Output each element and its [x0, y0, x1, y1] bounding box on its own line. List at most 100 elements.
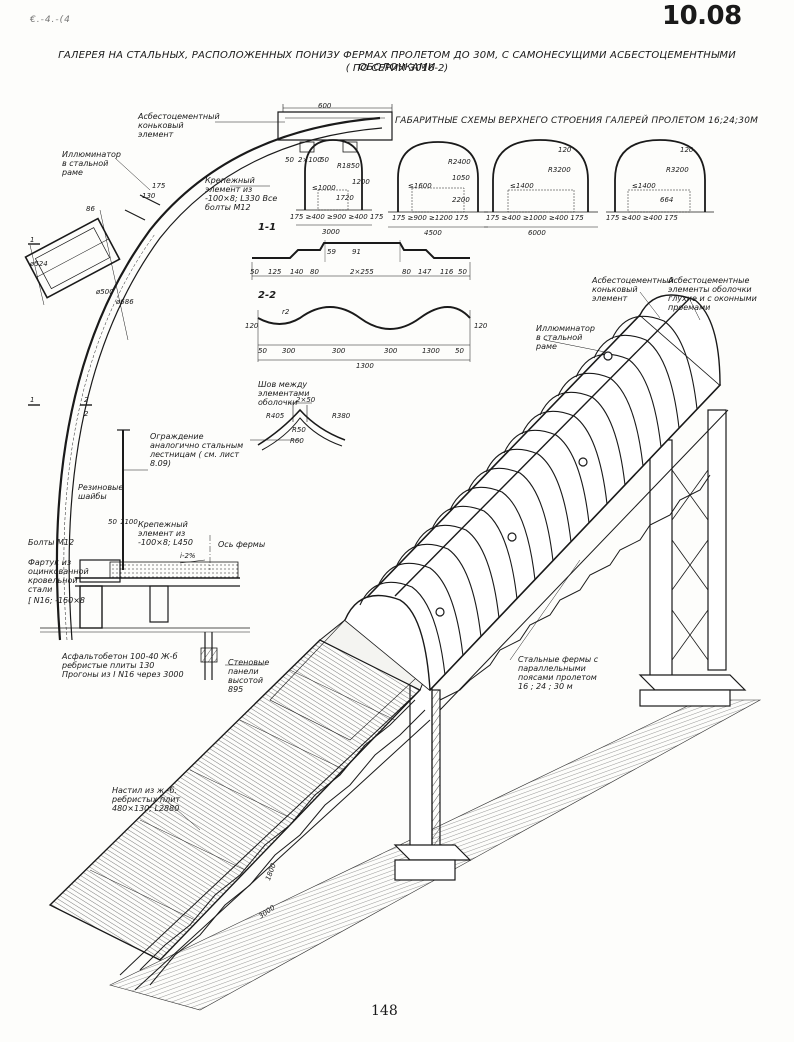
arch-fastener2-label: Крепежный элемент из -100×8; L450 — [138, 520, 193, 547]
arch-washers-label: Резиновые шайбы — [78, 483, 124, 501]
iso-ridge-label: Асбестоцементный коньковый элемент — [592, 276, 674, 303]
gabarit-4-radius: R3200 — [666, 166, 689, 174]
gabarit-4-h2: 664 — [660, 196, 674, 204]
seam-label: Шов между элементами оболочки — [258, 380, 310, 407]
seam-dim-3: R50 — [292, 426, 306, 434]
arch-dim-circle-1: ø500 — [96, 288, 114, 296]
s22-dim-0: 50 — [258, 347, 267, 355]
isometric-gallery — [48, 294, 762, 1011]
s22-height-right: 120 — [474, 322, 488, 330]
gabarit-3-bottom: 175 ≥400 ≥1000 ≥400 175 — [486, 214, 584, 222]
arch-ridge-dim-0: 50 — [285, 156, 294, 164]
s11-height-0: 59 — [327, 248, 336, 256]
s11-dim-3: 80 — [310, 268, 319, 276]
gabarit-title: ГАБАРИТНЫЕ СХЕМЫ ВЕРХНЕГО СТРОЕНИЯ ГАЛЕР… — [395, 116, 759, 126]
iso-illuminator-label: Иллюминатор в стальной раме — [536, 324, 595, 351]
s22-radius: r2 — [282, 308, 290, 316]
gabarit-2-width: 4500 — [424, 229, 442, 237]
arch-dim-175: 175 — [152, 182, 166, 190]
gabarit-1-width: 3000 — [322, 228, 340, 236]
section-2-2-label: 2-2 — [258, 290, 277, 301]
gabarit-1-h1: 1200 — [352, 178, 370, 186]
sheet-subtitle: ( ПО СЕРИИ 3016-2) — [345, 63, 449, 74]
arch-dim-circle-2: ø686 — [116, 298, 134, 306]
iso-deck-label: Настил из ж.-б. ребристых плит 480×130; … — [112, 786, 181, 813]
iso-shell-label: Асбестоцементные элементы оболочки глухи… — [668, 276, 757, 312]
s11-dim-8: 50 — [458, 268, 467, 276]
s11-dim-2: 140 — [290, 268, 304, 276]
s11-height-1: 91 — [352, 248, 361, 256]
arch-ridge-label: Асбестоцементный коньковый элемент — [138, 112, 220, 139]
gabarit-3-radius: R3200 — [548, 166, 571, 174]
gabarit-4-h1: 120 — [680, 146, 694, 154]
arch-cut-mark-2a: 2 — [84, 396, 89, 404]
arch-ridge-width: 600 — [318, 102, 332, 110]
seam-dim-4: R60 — [290, 437, 304, 445]
leader-lines — [114, 121, 701, 831]
arch-flashing-label: Фартук из оцинкованной кровельной стали — [28, 558, 89, 594]
gabarit-2-radius: R2400 — [448, 158, 471, 166]
gabarit-4-inner: ≤1400 — [632, 182, 656, 190]
arch-dim-130: 130 — [142, 192, 156, 200]
arch-asphalt-label: Асфальтобетон 100-40 Ж-б ребристые плиты… — [62, 652, 184, 679]
gabarit-3-width: 6000 — [528, 229, 546, 237]
arch-dim-86: 86 — [86, 205, 95, 213]
sheet-title: ГАЛЕРЕЯ НА СТАЛЬНЫХ, РАСПОЛОЖЕННЫХ ПОНИЗ… — [58, 50, 736, 73]
arch-ridge-dim-2: 50 — [320, 156, 329, 164]
iso-trusses-label: Стальные фермы с параллельными поясами п… — [518, 655, 599, 691]
sheet-number: 10.08 — [662, 1, 742, 31]
arch-railing-label: Ограждение аналогично стальным лестницам… — [150, 432, 244, 468]
s22-dim-5: 50 — [455, 347, 464, 355]
s22-dim-1: 300 — [282, 347, 296, 355]
arch-section-detail — [24, 104, 393, 680]
gabarit-2-h2: 2200 — [452, 196, 470, 204]
seam-dim-1: R405 — [266, 412, 285, 420]
arch-dim-50: 50 — [108, 518, 117, 526]
section-2-2 — [257, 306, 471, 362]
arch-ridge-dim-1: 2×100 — [298, 156, 322, 164]
gabarit-1-bottom: 175 ≥400 ≥900 ≥400 175 — [290, 213, 384, 221]
s11-dim-1: 125 — [268, 268, 282, 276]
arch-fastener-label: Крепежный элемент из -100×8; L330 Все бо… — [205, 176, 278, 212]
gabarit-2-inner: ≤1600 — [408, 182, 432, 190]
gabarit-schemes — [296, 139, 714, 228]
seam-dim-2: R380 — [332, 412, 351, 420]
arch-truss-axis: Ось фермы — [218, 540, 266, 549]
s22-dim-4: 1300 — [422, 347, 440, 355]
s11-dim-7: 116 — [440, 268, 454, 276]
gabarit-3-inner: ≤1400 — [510, 182, 534, 190]
gabarit-4-bottom: 175 ≥400 ≥400 175 — [606, 214, 678, 222]
arch-bolts-label: Болты М12 — [28, 538, 75, 547]
gabarit-1-inner: ≤1000 — [312, 184, 336, 192]
arch-cut-mark-1a: 1 — [30, 236, 35, 244]
gabarit-2-bottom: 175 ≥900 ≥1200 175 — [392, 214, 469, 222]
s11-dim-0: 50 — [250, 268, 259, 276]
gabarit-2-h1: 1050 — [452, 174, 470, 182]
s22-dim-3: 300 — [384, 347, 398, 355]
arch-wall-panels-label: Стеновые панели высотой 895 — [228, 658, 270, 694]
s22-height-left: 120 — [245, 322, 259, 330]
arch-illuminator-label: Иллюминатор в стальной раме — [62, 150, 121, 177]
arch-dim-circle-0: ø524 — [30, 260, 48, 268]
arch-channel-label: [ N16; -160×8 — [28, 596, 86, 605]
section-1-1 — [251, 240, 471, 280]
s11-dim-4: 2×255 — [350, 268, 374, 276]
arch-cut-mark-1b: 1 — [30, 396, 35, 404]
s11-dim-5: 80 — [402, 268, 411, 276]
corner-mark: €.-4.-(4 — [30, 15, 71, 25]
s11-dim-6: 147 — [418, 268, 432, 276]
arch-dim-1100: 1100 — [120, 518, 138, 526]
s22-total: 1300 — [356, 362, 374, 370]
seam-detail — [257, 402, 346, 451]
seam-dim-0: 2×50 — [296, 396, 316, 404]
arch-slope: i-2% — [180, 552, 196, 560]
arch-cut-mark-2b: 2 — [84, 410, 89, 418]
s22-dim-2: 300 — [332, 347, 346, 355]
page-number: 148 — [371, 1003, 398, 1019]
gabarit-1-h2: 1720 — [336, 194, 354, 202]
section-1-1-label: 1-1 — [258, 222, 277, 233]
gabarit-1-radius: R1850 — [337, 162, 360, 170]
gabarit-3-h1: 120 — [558, 146, 572, 154]
